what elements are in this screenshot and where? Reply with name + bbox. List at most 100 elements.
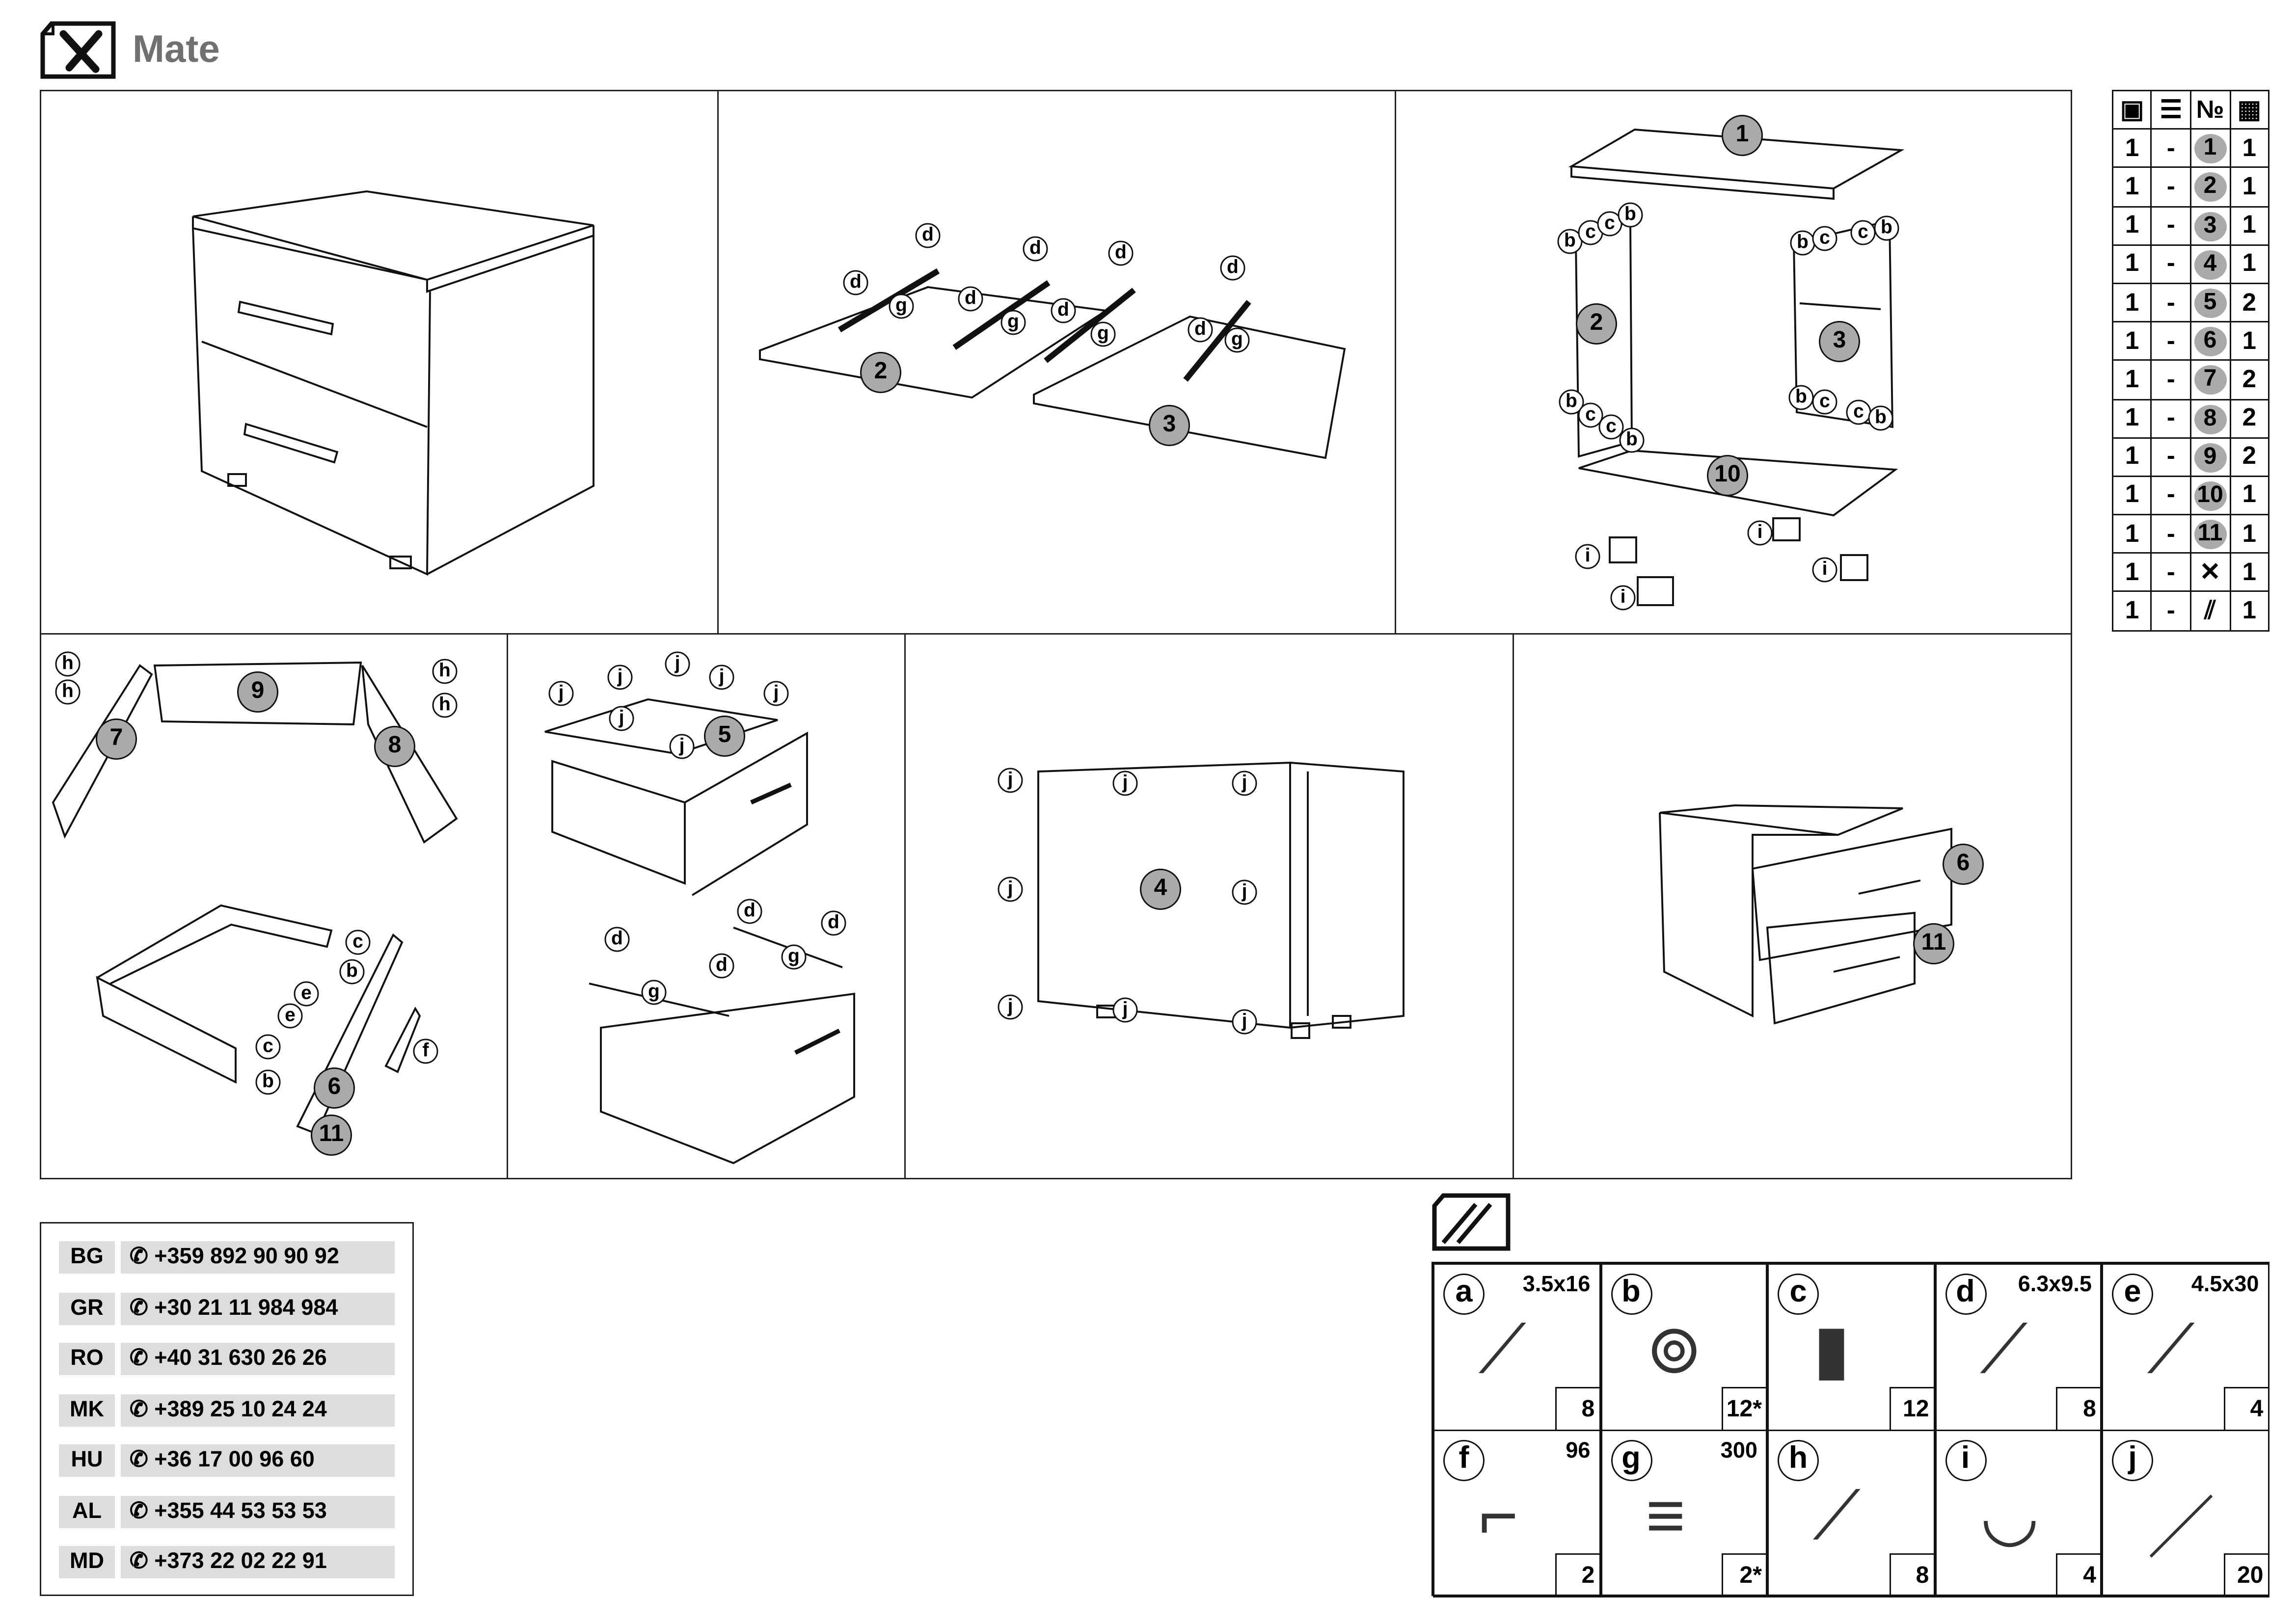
country-code: MK: [59, 1393, 115, 1426]
hardware-callout: b: [1788, 385, 1814, 410]
hardware-callout: j: [998, 994, 1023, 1020]
hardware-callout: c: [1850, 220, 1876, 245]
foot-icon: ◡: [1980, 1477, 2039, 1553]
hardware-callout: d: [709, 953, 734, 979]
box-count: 1: [2111, 398, 2153, 439]
hardware-callout: g: [1224, 327, 1250, 353]
hardware-callout: d: [604, 927, 630, 952]
hardware-icon: ⫽: [2189, 591, 2231, 631]
hardware-letter: f: [1443, 1440, 1485, 1481]
hardware-item: c▮12: [1767, 1263, 1935, 1431]
part-number-callout: 2: [860, 352, 901, 393]
hardware-callout: i: [1812, 557, 1837, 583]
part-number-callout: 1: [1722, 115, 1763, 156]
hardware-callout: b: [1618, 202, 1643, 228]
part-quantity: 1: [2229, 475, 2270, 516]
hardware-callout: j: [998, 768, 1023, 793]
part-quantity: 1: [2229, 552, 2270, 593]
tools-icon: [40, 21, 116, 79]
stack-count: -: [2151, 282, 2191, 323]
country-code: GR: [59, 1292, 115, 1325]
box-count: 1: [2111, 591, 2153, 631]
hardware-item: h⟋8: [1767, 1430, 1935, 1597]
part-quantity: 1: [2229, 128, 2270, 169]
handle-icon: ⌐: [1479, 1477, 1518, 1553]
part-quantity: 1: [2229, 321, 2270, 361]
tools-icon: ✕: [2189, 552, 2231, 593]
part-number: 7: [2194, 366, 2227, 396]
hardware-callout: h: [432, 659, 458, 684]
hardware-callout: i: [1575, 544, 1600, 569]
stack-count: -: [2151, 437, 2191, 477]
hardware-callout: f: [413, 1038, 438, 1064]
hardware-callout: j: [1112, 997, 1138, 1023]
phone-row: MD✆ +373 22 02 22 91: [59, 1546, 395, 1578]
hardware-callout: j: [763, 681, 789, 706]
box-count: 1: [2111, 437, 2153, 477]
dowel-icon: ▮: [1813, 1310, 1850, 1387]
drawer-slide-icon: ≡: [1646, 1477, 1686, 1553]
part-number: 8: [2194, 404, 2227, 434]
step-3-panel: [1395, 90, 2072, 635]
part-number: 3: [2194, 211, 2227, 241]
part-number: 1: [2194, 134, 2227, 164]
hardware-callout: j: [1232, 1009, 1257, 1035]
part-number: 10: [2194, 481, 2227, 511]
hardware-icon: [1432, 1193, 1511, 1251]
hardware-item: j／20: [2102, 1430, 2269, 1597]
hardware-callout: d: [1023, 236, 1048, 262]
phone-icon: ✆: [130, 1295, 155, 1320]
part-number-callout: 10: [1707, 455, 1748, 496]
hardware-letter: i: [1945, 1440, 1986, 1481]
hardware-callout: j: [1232, 771, 1257, 796]
part-number: 6: [2194, 327, 2227, 357]
hardware-size: 96: [1566, 1438, 1591, 1463]
hardware-callout: c: [1812, 389, 1837, 415]
hardware-letter: g: [1610, 1440, 1652, 1481]
box-count: 1: [2111, 244, 2153, 284]
phone-row: MK✆ +389 25 10 24 24: [59, 1393, 395, 1426]
phone-number: ✆ +373 22 02 22 91: [121, 1546, 395, 1578]
hardware-size: 6.3x9.5: [2018, 1272, 2092, 1297]
hardware-letter: j: [2112, 1440, 2153, 1481]
phone-number: ✆ +359 892 90 90 92: [121, 1241, 395, 1274]
hardware-quantity: 8: [2056, 1386, 2101, 1429]
parts-row: 1-⫽1: [2111, 591, 2270, 631]
stack-count: -: [2151, 475, 2191, 516]
part-quantity: 1: [2229, 244, 2270, 284]
part-quantity: 2: [2229, 359, 2270, 400]
step-6-panel: [904, 633, 1514, 1179]
hardware-callout: i: [1747, 520, 1773, 546]
phone-row: HU✆ +36 17 00 96 60: [59, 1444, 395, 1477]
country-code: AL: [59, 1495, 115, 1528]
hardware-callout: d: [1188, 317, 1213, 343]
part-quantity: 1: [2229, 591, 2270, 631]
hardware-size: 4.5x30: [2191, 1272, 2259, 1297]
box-count: 1: [2111, 475, 2153, 516]
hardware-quantity: 12*: [1722, 1386, 1766, 1429]
hardware-callout: g: [1000, 310, 1026, 335]
box-count: 1: [2111, 514, 2153, 554]
phone-icon: ✆: [130, 1244, 155, 1269]
hardware-callout: d: [958, 286, 983, 312]
phone-number: ✆ +389 25 10 24 24: [121, 1393, 395, 1426]
hardware-callout: b: [1790, 230, 1815, 256]
hardware-quantity: 20: [2223, 1552, 2268, 1596]
hardware-callout: j: [998, 877, 1023, 902]
country-code: HU: [59, 1444, 115, 1477]
part-quantity: 2: [2229, 282, 2270, 323]
screw-icon: ⟋: [2147, 1310, 2195, 1387]
step-1-panel: [40, 90, 719, 635]
hardware-callout: e: [294, 981, 319, 1007]
hardware-callout: j: [609, 706, 634, 731]
hardware-letter: e: [2112, 1274, 2153, 1315]
